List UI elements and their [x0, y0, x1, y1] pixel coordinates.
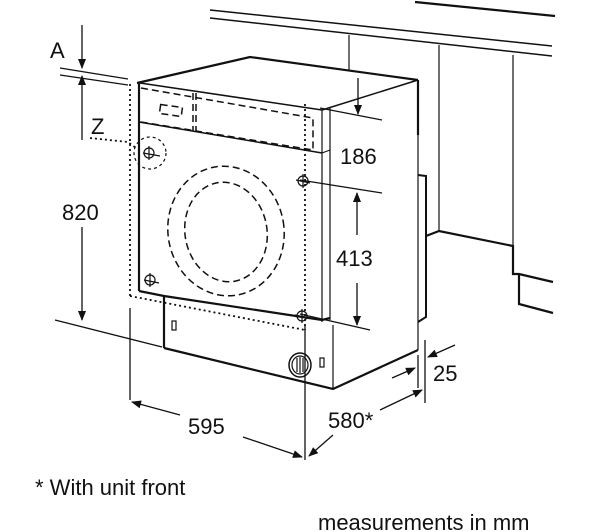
width-dimension: 595 — [188, 414, 225, 439]
height-dimension: 820 — [62, 200, 99, 225]
dimension-lines — [54, 25, 456, 460]
top-fixing-dimension: 186 — [340, 144, 377, 169]
unit-front-outline — [89, 84, 306, 331]
units-note: measurements in mm — [318, 510, 530, 532]
fixing-point-icon — [143, 273, 160, 287]
footnote: * With unit front — [35, 475, 185, 500]
drain-filter-icon — [288, 352, 312, 378]
cabinet-side — [348, 35, 554, 323]
door-outer-ring — [167, 165, 285, 297]
door-inner-ring — [183, 181, 269, 283]
fixing-point-icon — [142, 146, 161, 160]
fixing-spacing-dimension: 413 — [336, 246, 373, 271]
worktop — [209, 0, 556, 57]
hidden-outline — [140, 87, 314, 297]
depth-dimension: 580* — [328, 408, 374, 433]
fixing-point-z-label: Z — [91, 114, 104, 139]
washing-machine — [136, 55, 420, 391]
plinth-details — [171, 320, 325, 378]
clearance-a-label: A — [50, 38, 65, 63]
door-offset-dimension: 25 — [433, 361, 457, 386]
